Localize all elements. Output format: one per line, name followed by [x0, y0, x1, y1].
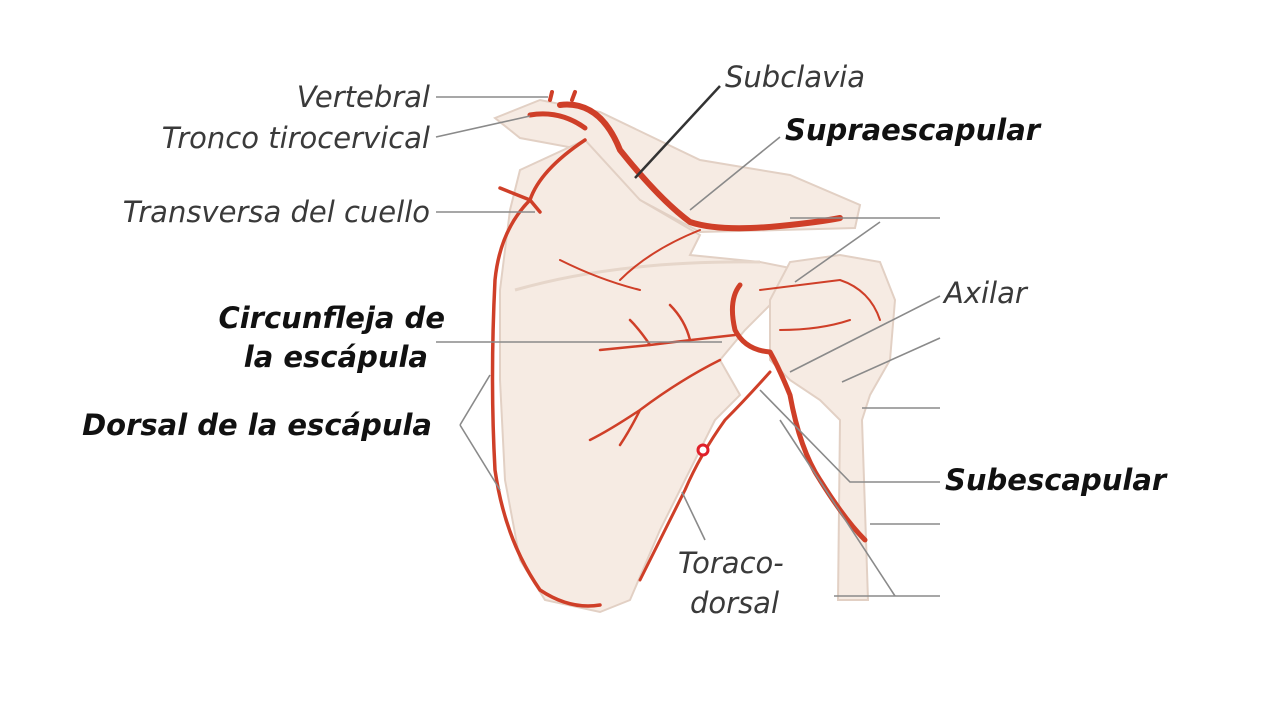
label-vertebral: Vertebral	[297, 80, 430, 114]
artery-tronco-tirocervical	[527, 111, 588, 131]
leader-lines	[435, 85, 941, 597]
label-dorsal-escapula: Dorsal de la escápula	[82, 408, 432, 442]
scapula	[499, 138, 792, 614]
artery-circunfleja	[588, 303, 737, 447]
humerus	[769, 253, 897, 601]
artery-circumflex-humeral	[759, 279, 881, 331]
artery-transversa-cuello	[490, 138, 602, 608]
label-toraco-line1: Toraco-	[678, 546, 784, 580]
label-circunfleja-line1: Circunfleja de	[218, 301, 445, 335]
artery-vertebral	[548, 90, 577, 102]
scapular-spine	[514, 260, 761, 292]
label-subclavia: Subclavia	[725, 60, 865, 94]
bones	[493, 98, 897, 614]
artery-suprascapular-branches	[559, 229, 701, 291]
label-tronco-tirocervical: Tronco tirocervical	[162, 121, 430, 155]
label-axilar: Axilar	[942, 276, 1029, 310]
label-subescapular: Subescapular	[945, 463, 1168, 497]
artery-subescapular	[638, 370, 772, 582]
label-transversa-del-cuello: Transversa del cuello	[123, 195, 430, 229]
label-supraescapular: Supraescapular	[785, 113, 1042, 147]
label-toraco-line2: dorsal	[690, 586, 779, 620]
cursor-marker	[696, 443, 710, 457]
artery-subclavia	[557, 101, 843, 232]
label-circunfleja-line2: la escápula	[244, 340, 428, 374]
